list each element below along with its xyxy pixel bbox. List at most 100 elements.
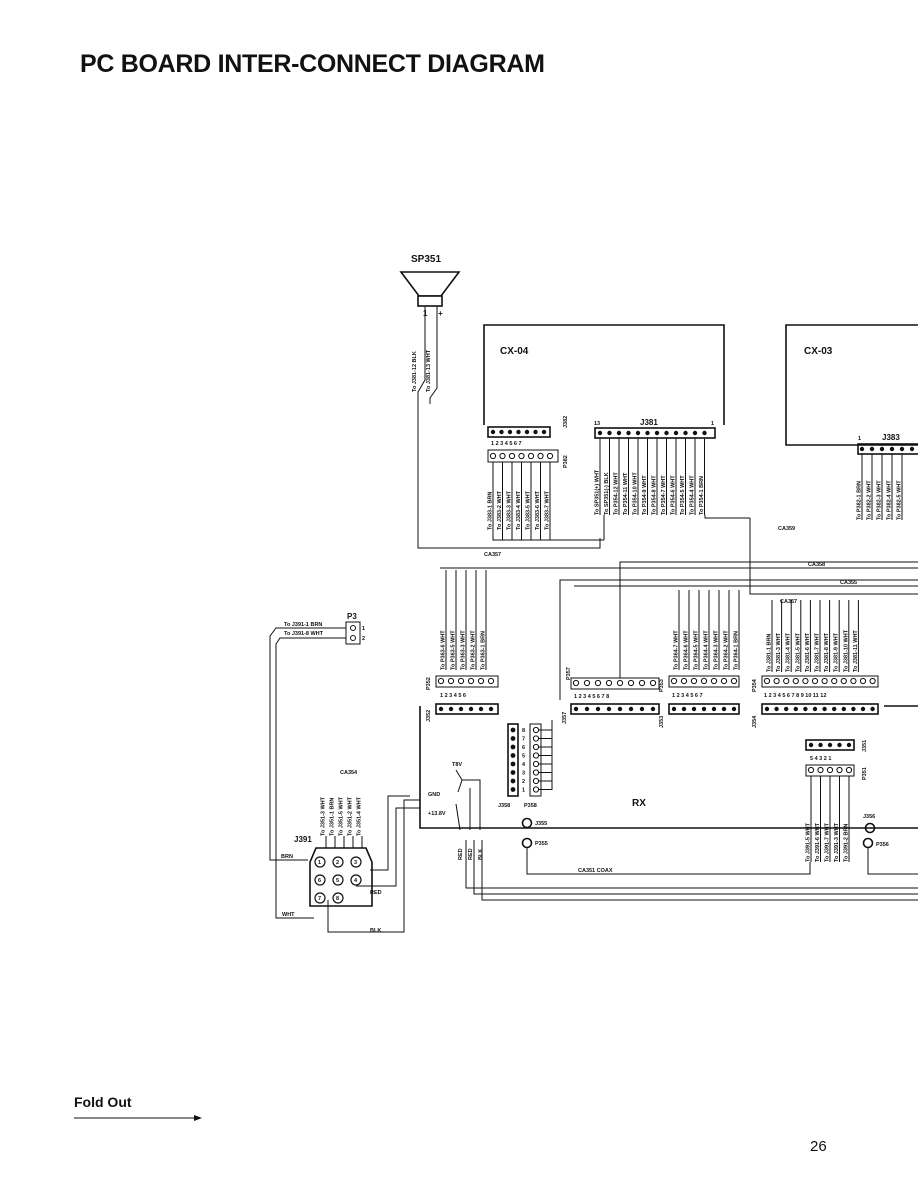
j382-pin xyxy=(524,429,530,435)
wire-color-brn: BRN xyxy=(281,854,293,860)
p357-pin xyxy=(605,679,613,687)
p354-pin xyxy=(802,677,809,685)
connector-j351-group: J351 5 4 3 2 1 P351 xyxy=(805,739,868,780)
connector-j351 xyxy=(805,739,855,751)
p382-bundle xyxy=(511,530,604,541)
p382-wire-label: To J383-5 WHT xyxy=(526,490,532,530)
board-cx04-label: CX-04 xyxy=(500,346,529,357)
p382-bundle xyxy=(521,530,604,541)
j391-pin-number: 5 xyxy=(336,878,339,884)
j381-pin xyxy=(645,430,650,436)
p352-pin xyxy=(437,677,445,685)
p354-pin xyxy=(811,677,819,685)
p382-pin xyxy=(527,452,535,460)
j354-pin xyxy=(841,706,846,712)
board-cx03-label: CX-03 xyxy=(804,346,833,357)
j391-pin-number: 3 xyxy=(354,860,357,866)
cable-ca357: CA357 xyxy=(780,599,797,605)
rx-label: RX xyxy=(632,798,646,809)
p358-pin-number: 6 xyxy=(522,745,525,751)
j383-pin xyxy=(909,446,915,452)
connector-j382 xyxy=(487,426,551,438)
p357-pin xyxy=(616,679,624,687)
j391-label: J391 xyxy=(294,835,312,844)
j381-pin xyxy=(607,430,612,436)
p357-label: P357 xyxy=(566,667,572,680)
j358-pin xyxy=(510,727,516,733)
j354-pin xyxy=(784,706,789,712)
j352-pin xyxy=(478,706,484,712)
p358-pin-number: 2 xyxy=(522,779,525,785)
svg-text:+: + xyxy=(438,309,443,318)
p355-label: P355 xyxy=(535,841,548,847)
j381-label: J381 xyxy=(640,418,658,427)
j354-pin xyxy=(764,706,770,712)
connector-j352 xyxy=(435,703,499,715)
j383-pin xyxy=(879,446,885,452)
connector-p354 xyxy=(761,675,879,688)
cable-ca358: CA358 xyxy=(808,562,825,568)
p358-pin-number: 4 xyxy=(522,762,526,768)
j357-pin xyxy=(628,706,634,712)
p354-pin xyxy=(773,677,780,685)
j351-pin xyxy=(827,742,833,748)
p382-wire-label: To J383-3 WHT xyxy=(507,490,513,530)
connector-p355 xyxy=(521,837,533,849)
connector-p357-group: P357 1 2 3 4 5 6 7 8 J357 xyxy=(562,667,660,724)
j381-pin xyxy=(692,430,698,436)
svg-text:1: 1 xyxy=(362,626,365,632)
j391-wire-label: To J351-5 WHT xyxy=(339,796,345,836)
p353-wire-label: To P364-5 WHT xyxy=(694,630,700,670)
p382-pin xyxy=(546,452,554,460)
j352-pin xyxy=(458,706,464,712)
page-title: PC BOARD INTER-CONNECT DIAGRAM xyxy=(80,50,545,78)
j391-pin xyxy=(314,874,326,886)
p352-pin xyxy=(457,677,465,685)
p354-wire-label: To J381-6 WHT xyxy=(805,632,811,672)
p353-pin xyxy=(710,677,718,685)
connector-p353 xyxy=(668,675,740,688)
p382-wire-label: To J383-4 WHT xyxy=(516,490,522,530)
board-rx: RX xyxy=(419,705,918,829)
j354-pin xyxy=(832,706,837,712)
p382-pin xyxy=(518,452,525,460)
j391-pin xyxy=(332,874,344,886)
svg-text:1 2 3 4 5 6 7 8: 1 2 3 4 5 6 7 8 xyxy=(574,694,609,700)
p351-wire-label: To J391-5 WHT xyxy=(806,822,812,862)
connector-j355 xyxy=(521,817,533,829)
wire-color-blk-2: BLK xyxy=(370,928,381,934)
j391-pin xyxy=(332,892,344,904)
j352-pin xyxy=(448,706,454,712)
connector-p354-group: P354 1 2 3 4 5 6 7 8 9 10 11 12 J354 xyxy=(752,675,879,728)
svg-text:1 2 3 4 5 6 7: 1 2 3 4 5 6 7 xyxy=(672,693,703,699)
p3-label: P3 xyxy=(347,612,357,621)
connector-j358 xyxy=(507,723,519,797)
p353-pin xyxy=(720,677,728,685)
p382-pin xyxy=(508,452,516,460)
p353-pin xyxy=(700,677,708,685)
connector-j354 xyxy=(761,703,879,715)
p352-wire-label: To P363-5 WHT xyxy=(451,630,457,670)
j381-wire-label: To P354-4 WHT xyxy=(690,475,696,515)
fold-out-arrow-icon xyxy=(74,1115,202,1121)
j391-pin xyxy=(350,874,362,886)
j381-wire-label: To P354-10 WHT xyxy=(633,472,639,515)
speaker-magnet xyxy=(417,295,443,307)
p382-bundle xyxy=(530,530,604,541)
p382-pin xyxy=(489,452,497,460)
svg-text:5 4 3 2 1: 5 4 3 2 1 xyxy=(810,756,831,762)
j382-label: J382 xyxy=(563,416,569,428)
j381-wire-label: To P354-7 WHT xyxy=(661,475,667,515)
j354-pin xyxy=(822,706,827,712)
j391-pin-number: 4 xyxy=(354,878,358,884)
j381-pin xyxy=(616,430,622,436)
j357-pin xyxy=(650,706,656,712)
p358-pin xyxy=(532,760,540,768)
speaker-icon xyxy=(399,271,461,297)
p354-pin xyxy=(850,677,857,685)
